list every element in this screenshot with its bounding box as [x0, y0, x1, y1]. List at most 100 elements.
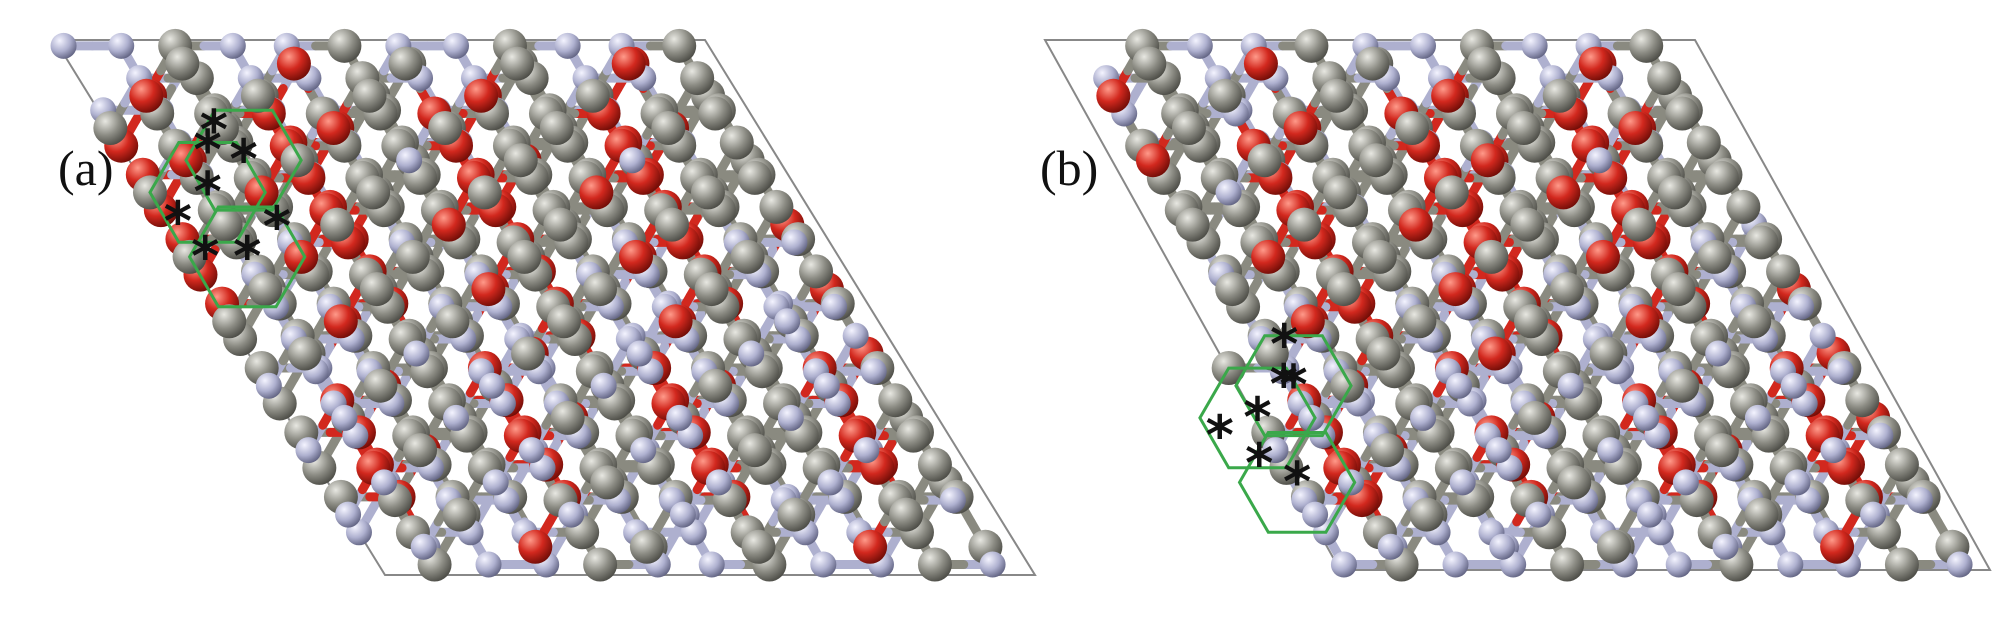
carbon-atom — [1323, 175, 1358, 210]
oxygen-atom — [611, 46, 646, 81]
carbon-atom — [1621, 207, 1656, 242]
carbon-atom — [1596, 529, 1631, 564]
carbon-atom — [248, 272, 283, 307]
nitrogen-atom — [255, 372, 282, 399]
nitrogen-atom — [781, 229, 808, 256]
nitrogen-atom — [626, 340, 653, 367]
site-marker: * — [229, 128, 257, 191]
oxygen-atom — [1546, 175, 1581, 210]
oxygen-atom — [1618, 111, 1653, 145]
carbon-atom — [737, 160, 772, 195]
nitrogen-atom — [821, 293, 848, 320]
site-marker: * — [1245, 432, 1273, 495]
carbon-atom — [280, 143, 315, 178]
site-marker: * — [191, 225, 219, 288]
carbon-atom — [1884, 447, 1919, 482]
oxygen-atom — [323, 304, 358, 339]
nitrogen-atom — [1449, 469, 1476, 496]
carbon-atom — [539, 111, 574, 145]
carbon-atom — [1661, 272, 1696, 307]
carbon-atom — [1550, 272, 1585, 307]
carbon-atom — [1884, 547, 1919, 582]
carbon-atom — [320, 207, 355, 242]
nitrogen-atom — [1521, 32, 1548, 59]
carbon-atom — [1647, 61, 1682, 96]
nitrogen-atom — [403, 340, 430, 367]
nitrogen-atom — [669, 501, 696, 528]
carbon-atom — [1686, 125, 1721, 160]
carbon-atom — [403, 433, 438, 468]
carbon-atom — [93, 111, 128, 145]
oxygen-atom — [1478, 336, 1513, 371]
carbon-atom — [1737, 304, 1772, 339]
carbon-atom — [1514, 304, 1549, 339]
oxygen-atom — [244, 175, 279, 210]
carbon-atom — [777, 497, 812, 532]
nitrogen-atom — [774, 308, 801, 335]
nitrogen-atom — [1672, 469, 1699, 496]
nitrogen-atom — [1446, 372, 1473, 399]
site-marker: * — [263, 195, 291, 258]
carbon-atom — [1550, 547, 1585, 582]
carbon-atom — [1517, 400, 1552, 435]
oxygen-atom — [431, 207, 466, 242]
site-marker: * — [233, 225, 261, 288]
nitrogen-atom — [554, 32, 581, 59]
nitrogen-atom — [813, 372, 840, 399]
panel-label-b: (b) — [1040, 140, 1098, 196]
carbon-atom — [690, 175, 725, 210]
carbon-atom — [503, 143, 538, 178]
carbon-atom — [730, 239, 765, 274]
panel-b: *******(b) — [1040, 28, 1992, 582]
nitrogen-atom — [1636, 501, 1663, 528]
nitrogen-atom — [1410, 32, 1437, 59]
carbon-atom — [240, 78, 275, 113]
nitrogen-atom — [108, 32, 135, 59]
carbon-atom — [1409, 497, 1444, 532]
carbon-atom — [356, 175, 391, 210]
carbon-atom — [1665, 368, 1700, 403]
carbon-atom — [1254, 336, 1289, 371]
nitrogen-atom — [335, 501, 362, 528]
nitrogen-atom — [1557, 372, 1584, 399]
nitrogen-atom — [590, 372, 617, 399]
nitrogen-atom — [1860, 501, 1887, 528]
carbon-atom — [1726, 189, 1761, 224]
carbon-atom — [1132, 46, 1167, 81]
nitrogen-atom — [860, 358, 887, 385]
carbon-atom — [511, 336, 546, 371]
nitrogen-atom — [619, 147, 646, 174]
nitrogen-atom — [817, 469, 844, 496]
carbon-atom — [1355, 46, 1390, 81]
nitrogen-atom — [1827, 358, 1854, 385]
nitrogen-atom — [558, 501, 585, 528]
oxygen-atom — [129, 78, 164, 113]
carbon-atom — [698, 368, 733, 403]
nitrogen-atom — [1377, 533, 1404, 560]
carbon-atom — [1506, 111, 1541, 145]
nitrogen-atom — [1338, 469, 1365, 496]
oxygen-atom — [1578, 46, 1613, 81]
carbon-atom — [1402, 304, 1437, 339]
nitrogen-atom — [698, 551, 725, 578]
carbon-atom — [507, 239, 542, 274]
carbon-atom — [1370, 433, 1405, 468]
carbon-atom — [917, 547, 952, 582]
nitrogen-atom — [518, 437, 545, 464]
carbon-atom — [327, 28, 362, 63]
carbon-atom — [917, 447, 952, 482]
panel-label-a: (a) — [58, 140, 114, 196]
nitrogen-atom — [1906, 487, 1933, 514]
carbon-atom — [1744, 225, 1779, 260]
carbon-atom — [467, 175, 502, 210]
nitrogen-atom — [1485, 437, 1512, 464]
site-marker: * — [1283, 450, 1311, 513]
oxygen-atom — [464, 78, 499, 113]
carbon-atom — [1359, 143, 1394, 178]
highlight-ring — [187, 205, 307, 309]
carbon-atom — [1287, 207, 1322, 242]
nitrogen-atom — [630, 437, 657, 464]
carbon-atom — [1629, 28, 1664, 63]
carbon-atom — [629, 529, 664, 564]
